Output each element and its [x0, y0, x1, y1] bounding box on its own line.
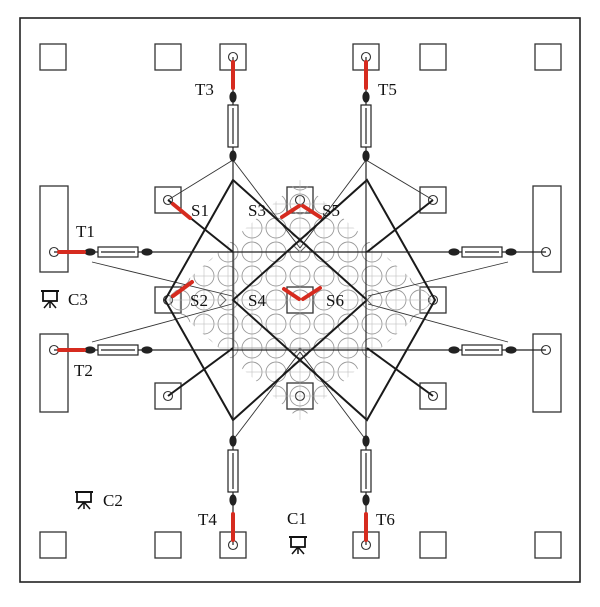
- turnbuckle-icon: [84, 246, 153, 258]
- gauge-s1: [171, 202, 192, 220]
- label-t5: T5: [378, 80, 397, 99]
- turnbuckles-vertical: [227, 91, 372, 506]
- strain-gauges: [57, 60, 368, 542]
- turnbuckle-icon: [84, 344, 153, 356]
- anchor-block: [39, 531, 67, 559]
- turnbuckle-icon: [227, 91, 239, 162]
- label-c1: C1: [287, 509, 307, 528]
- anchor-blocks: [39, 43, 562, 559]
- label-t1: T1: [76, 222, 95, 241]
- anchor-block: [534, 531, 562, 559]
- anchor-block: [534, 43, 562, 71]
- camera-icon: [40, 290, 60, 309]
- turnbuckle-icon: [448, 344, 517, 356]
- gauge-s2: [171, 280, 194, 298]
- label-c2: C2: [103, 491, 123, 510]
- turnbuckle-icon: [448, 246, 517, 258]
- side-post-left-upper: [39, 185, 69, 273]
- gauge-s6: [301, 286, 322, 301]
- radial-cables: [91, 159, 509, 441]
- side-post-right-upper: [532, 185, 562, 273]
- label-s4: S4: [248, 291, 266, 310]
- anchor-block: [39, 43, 67, 71]
- turnbuckle-icon: [227, 435, 239, 506]
- label-c3: C3: [68, 290, 88, 309]
- label-s5: S5: [322, 201, 340, 220]
- gauge-s3: [280, 204, 301, 219]
- pulley-block: [419, 382, 447, 410]
- camera-icon: [74, 491, 94, 510]
- label-t6: T6: [376, 510, 395, 529]
- label-t3: T3: [195, 80, 214, 99]
- side-post-left-lower: [39, 333, 69, 413]
- label-s3: S3: [248, 201, 266, 220]
- direction-markers: [219, 245, 374, 355]
- label-t2: T2: [74, 361, 93, 380]
- turnbuckle-icon: [360, 435, 372, 506]
- side-post-right-lower: [532, 333, 562, 413]
- turnbuckle-icon: [360, 91, 372, 162]
- turnbuckles-horizontal: [84, 246, 517, 356]
- anchor-block: [154, 43, 182, 71]
- label-s2: S2: [190, 291, 208, 310]
- label-s6: S6: [326, 291, 344, 310]
- camera-icon: [288, 536, 308, 555]
- outer-frame: [19, 17, 581, 583]
- gauge-s4: [282, 287, 301, 301]
- right-diamond-cable: [231, 178, 437, 422]
- gauge-s5: [301, 204, 322, 219]
- anchor-block: [419, 43, 447, 71]
- anchor-block: [154, 531, 182, 559]
- side-posts: [39, 185, 562, 413]
- label-s1: S1: [191, 201, 209, 220]
- anchor-block: [419, 531, 447, 559]
- label-t4: T4: [198, 510, 217, 529]
